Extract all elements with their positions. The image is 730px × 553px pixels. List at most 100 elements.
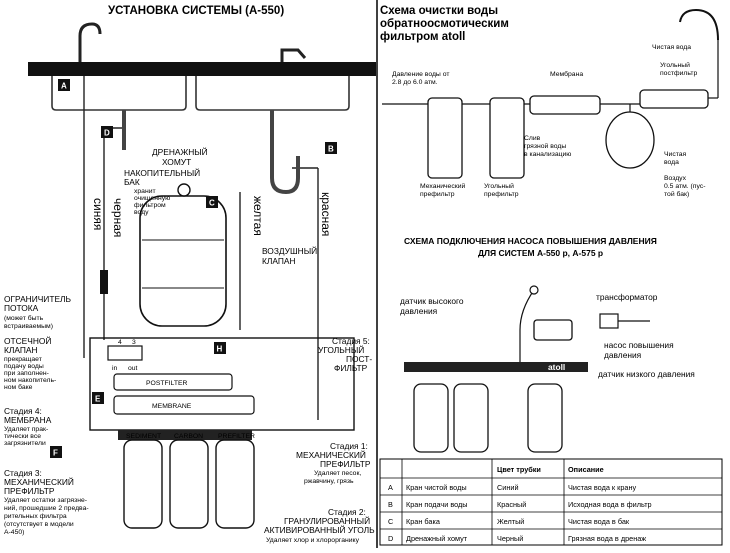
countertop	[28, 62, 376, 76]
table-row-4-key: D	[388, 534, 393, 543]
tube-label-red: красная	[319, 192, 333, 236]
tr-carbon-2: префильтр	[484, 191, 519, 198]
stage1-1: Стадия 1:	[330, 441, 368, 451]
br-cartridge-2	[453, 383, 489, 453]
tr-title-3: фильтром atoll	[380, 31, 465, 43]
table-header-desc: Описание	[568, 465, 604, 474]
table-row-2-name: Кран подачи воды	[406, 500, 468, 509]
air-valve-2: КЛАПАН	[262, 256, 296, 266]
tr-clean-water: Чистая вода	[652, 44, 691, 51]
tr-faucet	[679, 8, 719, 41]
drain-clamp-2: ХОМУТ	[162, 157, 191, 167]
marker-a: A	[61, 82, 67, 91]
flow-limiter-2: ПОТОКА	[4, 303, 39, 313]
top-right-panel: Схема очистки воды обратноосмотическим ф…	[380, 5, 719, 198]
stage2-1: Стадия 2:	[328, 507, 366, 517]
tr-air-3: той бак)	[664, 190, 689, 198]
tr-title-2: обратноосмотическим	[380, 18, 509, 30]
shutoff-7: ном баке	[4, 383, 33, 391]
table-row-3-name: Кран бака	[406, 517, 441, 526]
valve-port-out: out	[128, 365, 138, 372]
stage4-1: Стадия 4:	[4, 406, 42, 416]
sink-left	[51, 76, 187, 111]
tank-valve	[177, 183, 191, 197]
valve-port-3: 3	[132, 339, 136, 346]
stage4-2: МЕМБРАНА	[4, 415, 52, 425]
stage1-4: Удаляет песок,	[314, 470, 361, 477]
tr-drain-3: в канализацию	[524, 151, 571, 158]
br-transformer-body	[599, 313, 619, 329]
br-cartridge-1	[413, 383, 449, 453]
marker-c: C	[209, 199, 215, 208]
br-transformer: трансформатор	[596, 292, 658, 302]
table-border	[379, 458, 723, 546]
flow-limiter-3: (может быть	[4, 314, 44, 322]
tr-membrane-housing	[529, 95, 601, 115]
canister-sediment	[123, 439, 163, 529]
stage3-6: рительных фильтра	[4, 513, 67, 520]
carbon-label: CARBON	[174, 433, 203, 440]
tr-clean2-2: вода	[664, 159, 679, 166]
stage2-3: АКТИВИРОВАННЫЙ УГОЛЬ	[264, 524, 375, 535]
canister-bar	[118, 430, 252, 440]
br-pump-2: давления	[604, 350, 641, 360]
br-cartridge-3	[527, 383, 563, 453]
canister-carbon	[169, 439, 209, 529]
tr-drain-1: Слив	[524, 135, 541, 142]
bottom-right-panel: СХЕМА ПОДКЛЮЧЕНИЯ НАСОСА ПОВЫШЕНИЯ ДАВЛЕ…	[400, 236, 695, 453]
tr-mech-2: префильтр	[420, 191, 455, 198]
shutoff-1: ОТСЕЧНОЙ	[4, 335, 51, 346]
table-row-2-key: B	[388, 500, 393, 509]
br-high-sensor-body	[529, 285, 539, 295]
stage2-2: ГРАНУЛИРОВАННЫЙ	[284, 515, 370, 526]
membrane-housing	[113, 395, 255, 415]
tank-label-2: БАК	[124, 177, 140, 187]
tr-pressure-1: Давление воды от	[392, 71, 449, 78]
stage4-3: Удаляет прак-	[4, 426, 48, 433]
stage1-5: ржавчину, грязь	[304, 478, 354, 485]
br-pump-body	[533, 319, 573, 341]
stage2-4: Удаляет хлор и хлорорганику	[266, 537, 360, 544]
tank-label-4: очищенную	[134, 195, 170, 202]
br-high-sensor-2: давления	[400, 306, 437, 316]
table-row-4-desc: Грязная вода в дренаж	[568, 534, 646, 543]
tr-carbon-cartridge	[489, 97, 525, 179]
br-title-2: ДЛЯ СИСТЕМ А-550 р, А-575 р	[478, 248, 603, 258]
marker-f: F	[53, 449, 58, 458]
table-header-color: Цвет трубки	[497, 465, 541, 474]
tr-mech-cartridge	[427, 97, 463, 179]
tr-pressure-2: 2.8 до 6.0 атм.	[392, 79, 438, 86]
stage3-4: Удаляет остатки загрязне-	[4, 497, 87, 504]
br-pump-1: насос повышения	[604, 340, 674, 350]
br-hose	[519, 289, 535, 362]
br-manifold	[404, 362, 588, 372]
br-low-sensor: датчик низкого давления	[598, 369, 695, 379]
table-row-3-color: Желтый	[497, 517, 524, 526]
marker-d: D	[104, 129, 110, 138]
stage3-3: ПРЕФИЛЬТР	[4, 486, 55, 496]
tr-drain-2: грязной воды	[524, 142, 566, 150]
drain-clamp-1: ДРЕНАЖНЫЙ	[152, 146, 208, 157]
valve-port-in: in	[112, 365, 118, 372]
tr-tank	[605, 111, 655, 169]
valve-port-4: 4	[118, 339, 122, 346]
stage5-1: Стадия 5:	[332, 336, 370, 346]
stage1-2: МЕХАНИЧЕСКИЙ	[296, 449, 366, 460]
tr-mech-1: Механический	[420, 182, 466, 190]
left-panel: УСТАНОВКА СИСТЕМЫ (А-550) POSTFILTER MEM…	[28, 5, 376, 529]
tank-label-5: фильтром	[134, 202, 166, 209]
sediment-label: SEDIMENT	[126, 433, 161, 440]
stage3-5: ний, прошедшие 2 предва-	[4, 504, 89, 512]
air-valve-1: ВОЗДУШНЫЙ	[262, 245, 317, 256]
tr-postfilter-housing	[639, 89, 709, 109]
tank-label-3: хранит	[134, 188, 156, 195]
table-row-4-color: Черный	[497, 534, 523, 543]
marker-b: B	[328, 145, 334, 154]
prefilter-label: PREFILTER	[218, 433, 255, 440]
marker-h: H	[217, 345, 223, 354]
tr-air-1: Воздух	[664, 175, 687, 182]
table-row-1-name: Кран чистой воды	[406, 483, 467, 492]
flow-limiter-4: встраиваемым)	[4, 323, 53, 330]
